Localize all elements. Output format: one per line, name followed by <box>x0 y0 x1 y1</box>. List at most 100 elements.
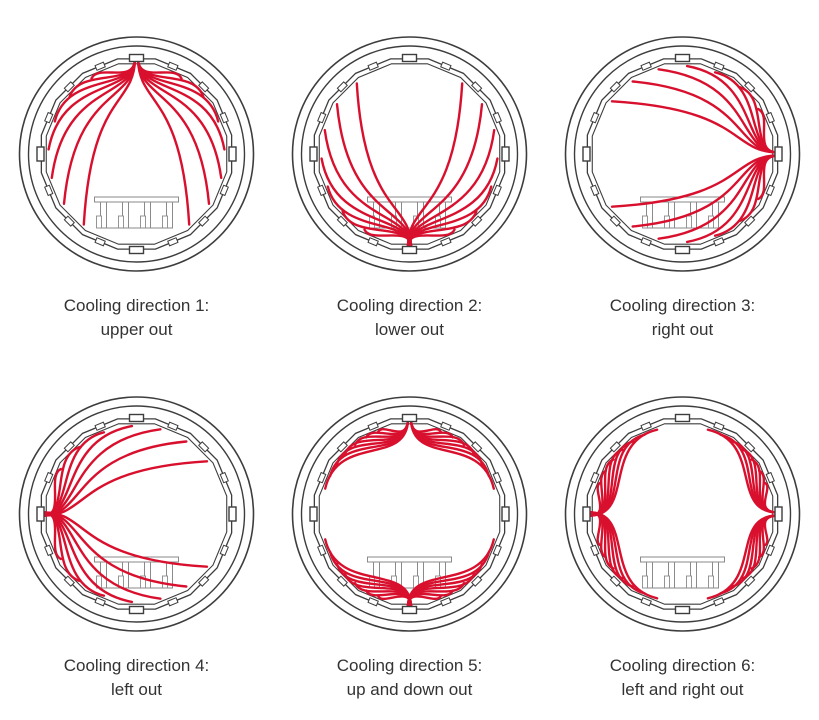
mounting-block <box>492 111 502 124</box>
mounting-block <box>440 61 452 71</box>
mounting-block <box>198 575 210 587</box>
mounting-block <box>317 544 327 557</box>
outer-frame-ring <box>18 396 255 632</box>
mounting-block <box>219 471 229 484</box>
mounting-block <box>317 184 327 197</box>
cooling-flow-line <box>406 538 495 610</box>
cooling-flow-line <box>409 418 495 490</box>
cooling-diagram-right-out <box>564 36 801 272</box>
stator-outer-polygon <box>586 58 779 250</box>
machine-base <box>367 556 452 589</box>
mounting-block <box>640 421 652 431</box>
top-outlet-port <box>401 413 418 423</box>
caption-title: Cooling direction 1: <box>63 296 210 315</box>
mounting-block <box>440 237 452 247</box>
mounting-block <box>63 441 75 453</box>
mounting-block <box>94 237 106 247</box>
cooling-diagram-upper-out <box>18 36 255 272</box>
mounting-block <box>198 441 210 453</box>
left-outlet-port <box>36 146 45 162</box>
base-bracket <box>162 215 168 229</box>
right-outlet-port <box>228 506 237 522</box>
mounting-block <box>765 111 775 124</box>
cooling-flow-line <box>610 154 778 208</box>
caption-title: Cooling direction 6: <box>609 656 756 675</box>
mounting-block <box>471 575 483 587</box>
base-beam <box>640 556 725 563</box>
mounting-block <box>44 184 54 197</box>
mounting-block <box>440 421 452 431</box>
caption-subtitle: up and down out <box>346 680 473 699</box>
mounting-block <box>765 184 775 197</box>
mounting-block <box>471 215 483 227</box>
caption-subtitle: lower out <box>375 320 444 339</box>
diagram-panel-4: Cooling direction 4: left out <box>0 360 273 720</box>
caption-title: Cooling direction 4: <box>63 656 210 675</box>
cooling-flow-line <box>82 58 137 226</box>
mounting-block <box>590 184 600 197</box>
caption-title: Cooling direction 2: <box>336 296 483 315</box>
cooling-flow-line <box>324 538 413 610</box>
inner-frame-ring <box>27 45 246 263</box>
outer-frame-ring <box>564 36 801 272</box>
left-outlet-port <box>309 146 318 162</box>
inner-frame-ring <box>300 405 519 623</box>
machine-base <box>94 196 179 229</box>
diagram-panel-6: Cooling direction 6: left and right out <box>546 360 819 720</box>
diagram-panel-5: Cooling direction 5: up and down out <box>273 360 546 720</box>
cooling-flow-lines <box>41 424 209 604</box>
mounting-block <box>167 237 179 247</box>
caption-title: Cooling direction 5: <box>336 656 483 675</box>
mounting-block <box>590 471 600 484</box>
left-outlet-port <box>36 506 45 522</box>
caption-subtitle: left and right out <box>621 680 744 699</box>
mounting-block <box>219 184 229 197</box>
mounting-block <box>44 544 54 557</box>
mounting-block <box>367 61 379 71</box>
mounting-block <box>198 215 210 227</box>
mounting-block <box>336 441 348 453</box>
bottom-outlet-port <box>401 605 418 615</box>
base-beam <box>367 556 452 563</box>
mounting-block <box>167 597 179 607</box>
diagram-caption: Cooling direction 5: up and down out <box>273 654 546 702</box>
cooling-flow-line <box>41 460 209 517</box>
diagram-panel-2: Cooling direction 2: lower out <box>273 0 546 360</box>
mounting-block <box>609 441 621 453</box>
cooling-diagram-lower-out <box>291 36 528 272</box>
bottom-outlet-port <box>128 605 145 615</box>
base-beam <box>367 196 452 203</box>
base-bracket <box>162 575 168 589</box>
diagram-panel-3: Cooling direction 3: right out <box>546 0 819 360</box>
inner-frame-ring <box>573 405 792 623</box>
mounting-block <box>640 237 652 247</box>
cooling-flow-lines <box>610 64 778 244</box>
mounting-block <box>713 421 725 431</box>
stator-inner-polygon <box>591 63 774 245</box>
mounting-block <box>744 575 756 587</box>
mounting-block <box>167 421 179 431</box>
machine-structure <box>18 36 255 272</box>
mounting-block <box>63 575 75 587</box>
stator-inner-polygon <box>45 423 228 605</box>
cooling-diagram-left-out <box>18 396 255 632</box>
cooling-flow-lines <box>320 82 499 250</box>
base-beam <box>94 196 179 203</box>
bottom-outlet-port <box>674 605 691 615</box>
mounting-block <box>44 471 54 484</box>
cooling-flow-line <box>587 511 659 600</box>
cooling-flow-line <box>324 418 410 490</box>
mounting-block <box>765 544 775 557</box>
mounting-block <box>609 81 621 93</box>
machine-structure <box>291 36 528 272</box>
caption-title: Cooling direction 3: <box>609 296 756 315</box>
cooling-flow-line <box>706 514 778 600</box>
mounting-block <box>713 237 725 247</box>
mounting-block <box>744 441 756 453</box>
right-outlet-port <box>501 506 510 522</box>
base-bracket <box>140 215 146 229</box>
base-bracket <box>708 575 714 589</box>
bottom-outlet-port <box>128 245 145 255</box>
mounting-block <box>219 544 229 557</box>
